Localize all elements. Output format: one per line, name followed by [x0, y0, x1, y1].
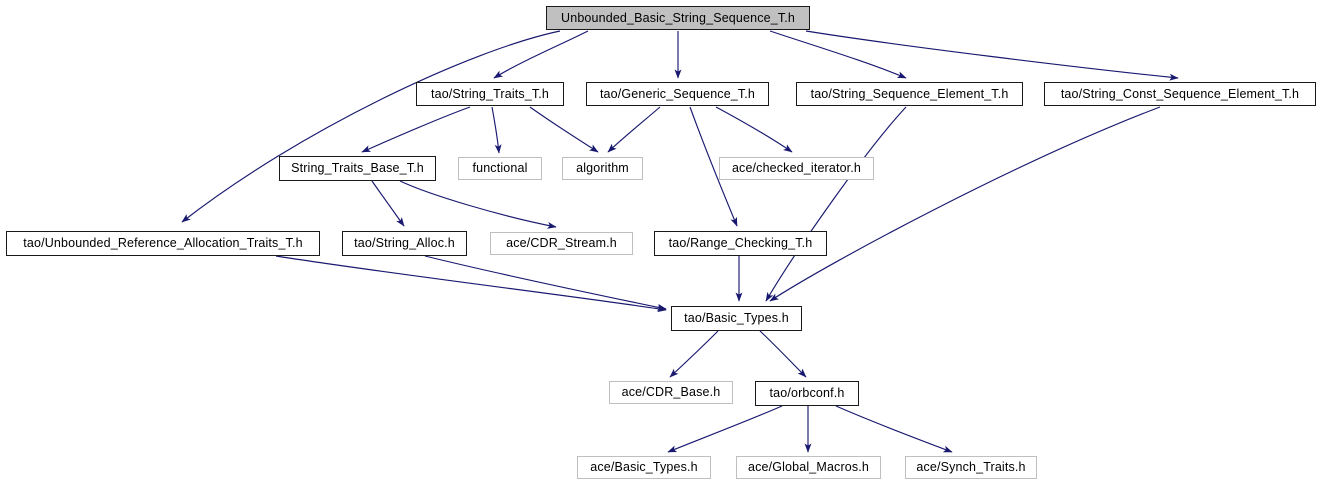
graph-node-acebasic[interactable]: ace/Basic_Types.h [577, 456, 711, 479]
graph-node-label: ace/Basic_Types.h [590, 460, 698, 475]
graph-node-strseqel[interactable]: tao/String_Sequence_Element_T.h [796, 82, 1023, 106]
graph-edge [493, 30, 589, 79]
graph-edge [805, 30, 1179, 81]
graph-node-stralloc[interactable]: tao/String_Alloc.h [342, 231, 467, 256]
graph-node-label: tao/Generic_Sequence_T.h [599, 86, 756, 101]
graph-edge [769, 30, 907, 79]
graph-node-acesynch[interactable]: ace/Synch_Traits.h [905, 456, 1037, 479]
graph-node-functional[interactable]: functional [458, 157, 542, 180]
graph-node-label: ace/Synch_Traits.h [916, 460, 1026, 475]
graph-node-label: tao/String_Sequence_Element_T.h [810, 86, 1009, 101]
graph-node-strconstel[interactable]: tao/String_Const_Sequence_Element_T.h [1044, 82, 1316, 106]
graph-edge [669, 330, 719, 378]
graph-edge [275, 255, 667, 313]
graph-node-label: ace/checked_iterator.h [731, 161, 862, 176]
graph-node-strbase[interactable]: String_Traits_Base_T.h [279, 156, 436, 181]
graph-edge [424, 255, 667, 311]
graph-node-label: tao/String_Alloc.h [354, 236, 455, 251]
graph-edge [607, 106, 661, 153]
graph-node-algorithm[interactable]: algorithm [562, 157, 643, 180]
graph-node-strtraits[interactable]: tao/String_Traits_T.h [416, 82, 564, 106]
graph-node-label: tao/Unbounded_Reference_Allocation_Trait… [23, 236, 303, 251]
graph-node-label: tao/Range_Checking_T.h [668, 236, 813, 251]
graph-node-aceglobal[interactable]: ace/Global_Macros.h [736, 456, 881, 479]
graph-edge [769, 106, 1161, 302]
graph-node-label: tao/Basic_Types.h [684, 311, 789, 326]
graph-edge [835, 405, 953, 453]
graph-node-checkedit[interactable]: ace/checked_iterator.h [719, 157, 874, 180]
graph-edge [715, 106, 793, 153]
graph-edge [491, 106, 502, 154]
graph-edge [529, 106, 599, 153]
graph-edge [181, 30, 561, 223]
graph-node-rangechk[interactable]: tao/Range_Checking_T.h [654, 231, 827, 256]
graph-node-root[interactable]: Unbounded_Basic_String_Sequence_T.h [546, 6, 810, 30]
graph-node-label: functional [472, 161, 528, 176]
graph-node-orbconf[interactable]: tao/orbconf.h [755, 381, 859, 406]
graph-node-unbref[interactable]: tao/Unbounded_Reference_Allocation_Trait… [6, 231, 320, 256]
graph-node-label: ace/Global_Macros.h [748, 460, 869, 475]
graph-node-label: tao/orbconf.h [769, 386, 845, 401]
graph-node-genseq[interactable]: tao/Generic_Sequence_T.h [586, 82, 769, 106]
graph-node-label: String_Traits_Base_T.h [291, 161, 424, 176]
graph-node-label: ace/CDR_Stream.h [506, 236, 617, 251]
edge-group [181, 30, 1179, 453]
graph-node-label: algorithm [576, 161, 629, 176]
graph-node-label: tao/String_Traits_T.h [430, 86, 550, 101]
graph-edge [765, 106, 907, 302]
graph-node-basictypes[interactable]: tao/Basic_Types.h [671, 306, 802, 331]
graph-edge [371, 180, 405, 227]
graph-edge [689, 106, 738, 227]
graph-edge [667, 405, 783, 453]
graph-edge [361, 106, 471, 153]
graph-node-label: ace/CDR_Base.h [621, 385, 721, 400]
graph-node-label: Unbounded_Basic_String_Sequence_T.h [561, 10, 795, 25]
graph-node-cdrstream[interactable]: ace/CDR_Stream.h [490, 232, 633, 255]
graph-node-label: tao/String_Const_Sequence_Element_T.h [1060, 86, 1300, 101]
graph-edge [759, 330, 807, 378]
graph-node-cdrbase[interactable]: ace/CDR_Base.h [609, 381, 733, 404]
graph-edge [399, 180, 557, 229]
